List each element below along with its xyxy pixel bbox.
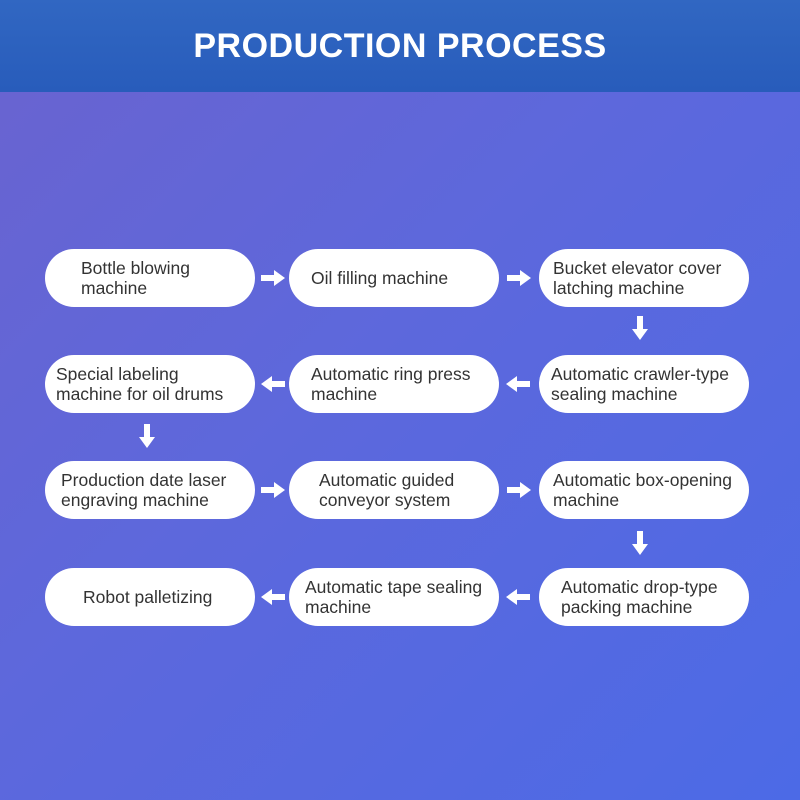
step-label: Automatic drop-type packing machine — [561, 577, 718, 617]
step-label: Oil filling machine — [311, 268, 449, 288]
arrow-right-icon — [261, 481, 285, 499]
arrow-down-icon — [139, 424, 155, 448]
step-ring-press: Automatic ring press machine — [289, 355, 499, 413]
arrow-left-icon — [506, 588, 530, 606]
step-label: Automatic ring press machine — [311, 364, 471, 404]
step-robot-palletizing: Robot palletizing — [45, 568, 255, 626]
step-label: Bucket elevator cover latching machine — [553, 258, 722, 298]
step-label: Production date laser engraving machine — [61, 470, 227, 510]
arrow-left-icon — [261, 588, 285, 606]
step-laser-engraving: Production date laser engraving machine — [45, 461, 255, 519]
step-label: Automatic guided conveyor system — [319, 470, 455, 510]
arrow-down-icon — [632, 316, 648, 340]
step-label: Automatic box-opening machine — [553, 470, 732, 510]
step-guided-conveyor: Automatic guided conveyor system — [289, 461, 499, 519]
step-label: Automatic tape sealing machine — [305, 577, 483, 617]
arrow-right-icon — [507, 481, 531, 499]
step-tape-sealing: Automatic tape sealing machine — [289, 568, 499, 626]
arrow-left-icon — [506, 375, 530, 393]
step-label: Special labeling machine for oil drums — [56, 364, 224, 404]
arrow-down-icon — [632, 531, 648, 555]
step-label: Bottle blowing machine — [81, 258, 190, 298]
page-title: PRODUCTION PROCESS — [193, 26, 607, 65]
step-bucket-elevator: Bucket elevator cover latching machine — [539, 249, 749, 307]
step-box-opening: Automatic box-opening machine — [539, 461, 749, 519]
step-drop-packing: Automatic drop-type packing machine — [539, 568, 749, 626]
header-banner: PRODUCTION PROCESS — [0, 0, 800, 92]
step-oil-filling: Oil filling machine — [289, 249, 499, 307]
step-bottle-blowing: Bottle blowing machine — [45, 249, 255, 307]
arrow-right-icon — [261, 269, 285, 287]
arrow-left-icon — [261, 375, 285, 393]
step-crawler-sealing: Automatic crawler-type sealing machine — [539, 355, 749, 413]
step-label: Robot palletizing — [83, 587, 213, 607]
arrow-right-icon — [507, 269, 531, 287]
step-labeling: Special labeling machine for oil drums — [45, 355, 255, 413]
step-label: Automatic crawler-type sealing machine — [551, 364, 729, 404]
